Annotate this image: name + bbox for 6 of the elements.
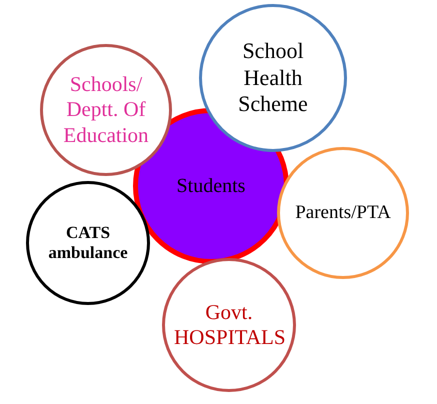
node-label: Schools/ Deptt. Of Education [62, 72, 150, 148]
node-label: CATS ambulance [47, 222, 129, 264]
node-label: School Health Scheme [237, 38, 309, 118]
node-label: Parents/PTA [295, 202, 391, 224]
node-label: Govt. HOSPITALS [174, 300, 284, 350]
node-label: Students [176, 174, 246, 198]
